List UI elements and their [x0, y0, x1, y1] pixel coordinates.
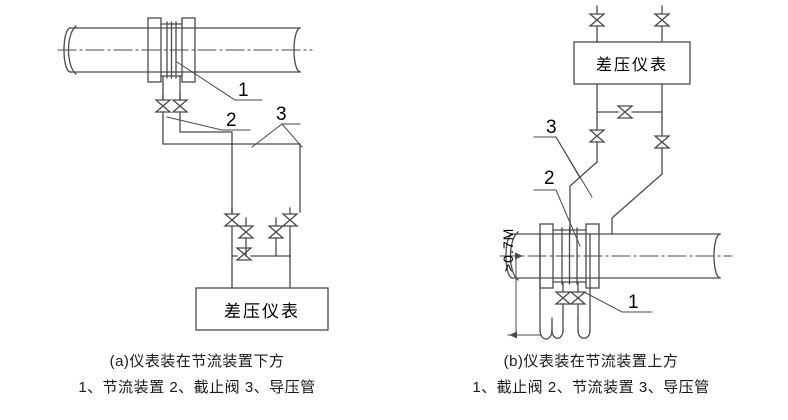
caption-a-legend: 1、节流装置 2、截止阀 3、导压管	[78, 379, 316, 396]
valve-b-top-right	[653, 5, 671, 43]
orifice-device-b	[539, 223, 600, 289]
instrument-label-b: 差压仪表	[595, 57, 668, 74]
impulse-line-a-2	[179, 117, 233, 213]
condensate-loop-left	[539, 233, 564, 340]
instrument-box-a	[195, 287, 329, 331]
callout-b-3: 3	[546, 117, 557, 138]
dimension-label-b: >0.7M	[500, 227, 516, 272]
caption-a-title: (a)仪表装在节流装置下方	[109, 353, 285, 370]
callout-b-1: 1	[628, 292, 639, 313]
condensate-loop-right	[577, 233, 591, 339]
callout-b-2: 2	[544, 168, 555, 189]
instrument-label-a: 差压仪表	[224, 301, 300, 321]
valve-b-lower-left	[588, 117, 606, 163]
callout-leaders-a	[166, 61, 303, 148]
callout-a-3: 3	[276, 104, 287, 125]
valve-b-tap-left	[554, 291, 572, 319]
equalizing-valve-b	[596, 105, 663, 119]
callout-a-2: 2	[226, 110, 237, 131]
callout-leaders-b	[533, 136, 653, 313]
valve-a-lower-left-b	[237, 217, 255, 257]
callout-a-1: 1	[238, 80, 249, 101]
caption-b-title: (b)仪表装在节流装置上方	[503, 353, 679, 370]
valve-b-tap-right	[569, 291, 587, 319]
valve-b-top-left	[588, 5, 606, 43]
valve-a-lower-right-a	[281, 207, 299, 257]
caption-b-legend: 1、截止阀 2、节流装置 3、导压管	[472, 379, 710, 396]
equalizing-valve-a	[231, 247, 291, 261]
valve-a-upper-left	[154, 94, 172, 119]
valve-a-upper-right	[171, 94, 189, 119]
instrument-box-b	[573, 41, 691, 85]
condensate-loop-left-outer	[551, 329, 564, 339]
impulse-line-b-1	[569, 161, 598, 235]
dimension-b	[507, 252, 541, 339]
orifice-device-a	[147, 17, 196, 83]
valve-a-lower-left-a	[223, 207, 241, 257]
valve-b-lower-right	[653, 117, 671, 175]
valve-a-lower-right-b	[267, 217, 285, 257]
impulse-line-b-2	[611, 173, 663, 235]
